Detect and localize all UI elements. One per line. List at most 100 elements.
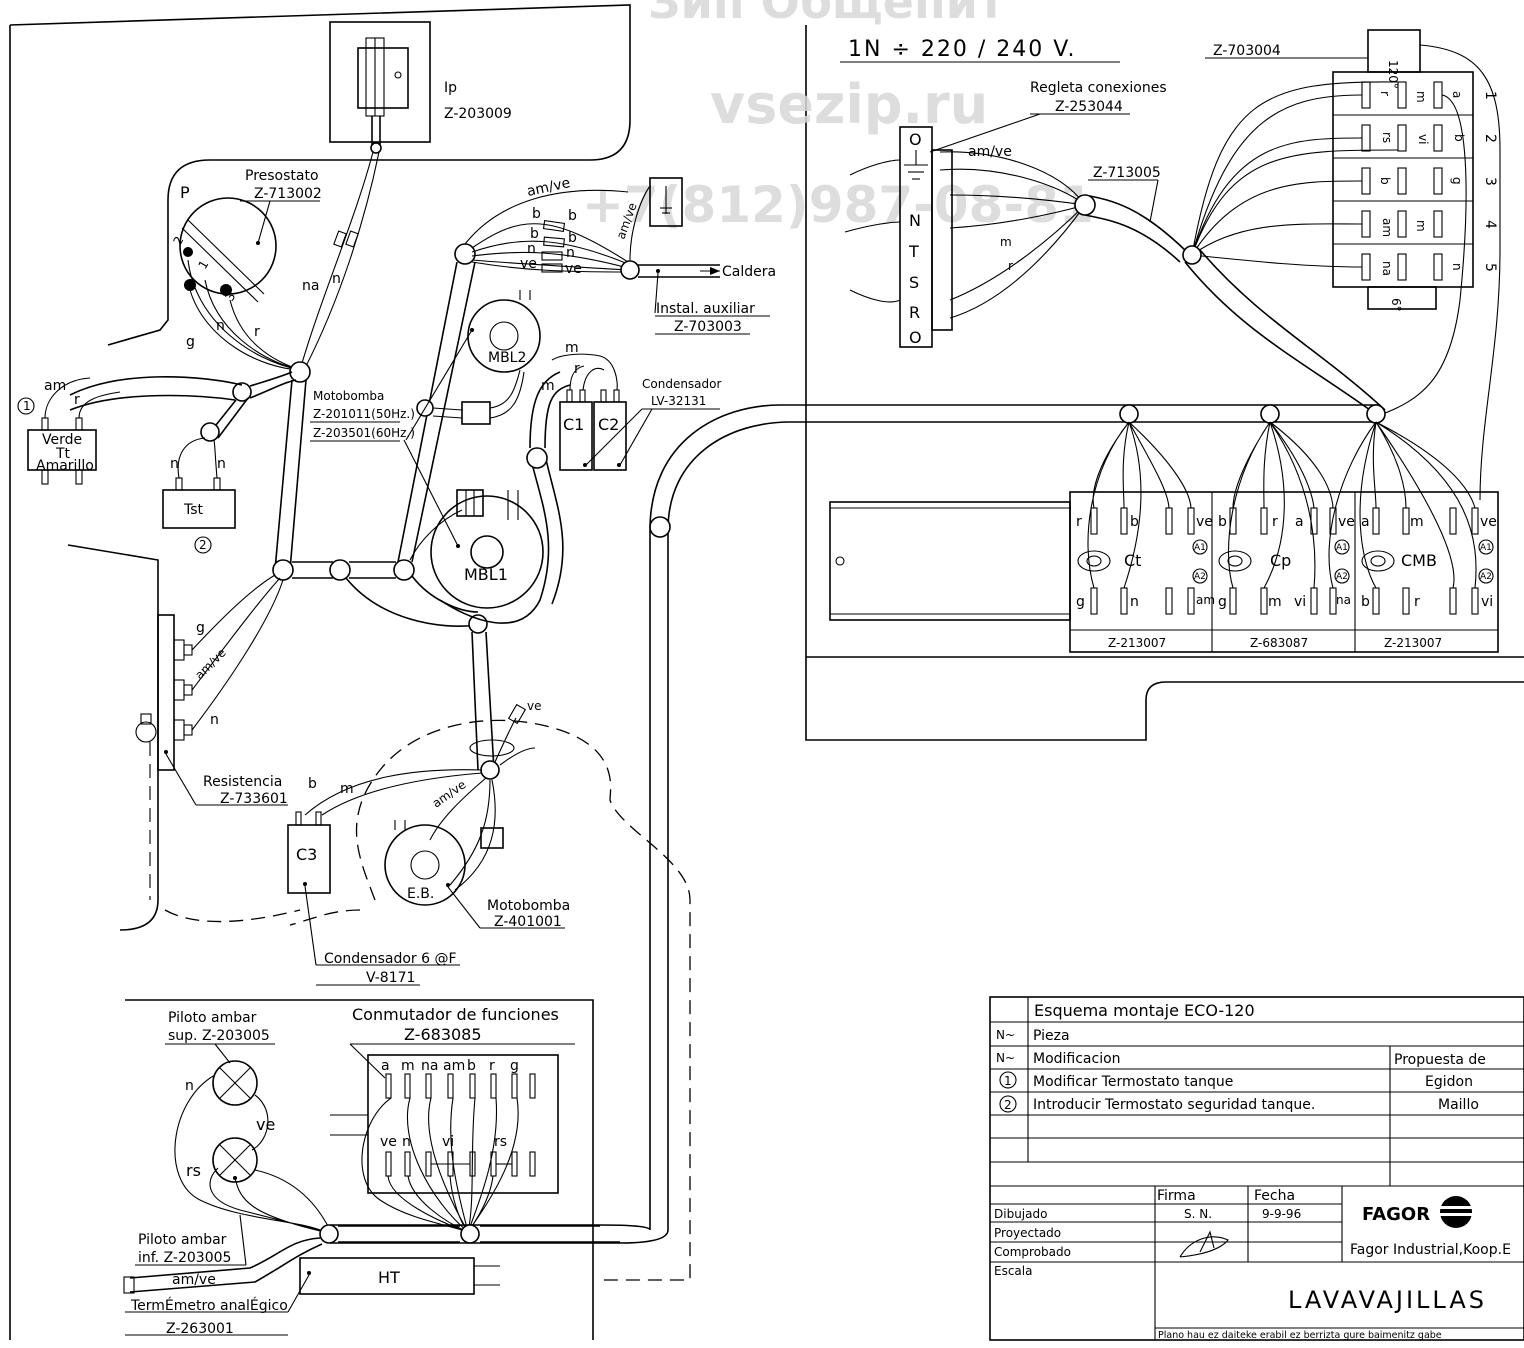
svg-text:1: 1 [1482,91,1498,100]
termometro-wire: am/ve [172,1272,216,1288]
wire-r-supply: r [1008,259,1013,273]
tb-footer: Plano hau ez daiteke erabil ez berrizta … [1158,1330,1442,1341]
harness-code: Z-713005 [1093,165,1161,181]
svg-text:m: m [1414,91,1428,103]
svg-text:5: 5 [1482,263,1498,272]
cond-code: LV-32131 [651,394,706,408]
tb-mod2: Introducir Termostato seguridad tanque. [1033,1097,1315,1113]
eb-ve: ve [527,699,541,713]
svg-text:Z-203009: Z-203009 [444,106,512,122]
caldera-amve: am/ve [526,175,572,200]
piloto-sup-label: Piloto ambar [168,1010,257,1026]
presostato-label: Presostato [245,168,319,184]
motobomba-code1: Z-201011(50Hz.) [313,407,415,421]
cond-m2: m [541,378,555,394]
svg-text:6°: 6° [1389,298,1403,312]
svg-text:a: a [381,1058,390,1074]
svg-text:na: na [421,1058,438,1074]
tb-pieza: Pieza [1033,1028,1070,1044]
regleta-code: Z-253044 [1055,99,1123,115]
svg-text:am: am [1196,593,1215,607]
tb-proyectado: Proyectado [994,1226,1061,1240]
svg-text:g: g [510,1058,519,1074]
safety-thermostat-tst: Tst 2 [162,477,236,554]
motobomba-label: Motobomba [313,389,384,403]
wire-r-pres: r [254,324,260,340]
svg-text:2: 2 [170,234,186,248]
svg-text:ve: ve [380,1134,397,1150]
svg-text:ve: ve [1196,514,1213,530]
caldera-label: Caldera [722,264,776,280]
contactor-cmb: a m ve b r vi CMB Z-213007 [1361,507,1497,650]
din-rail [829,501,1071,621]
eb-amve: am/ve [430,777,469,810]
svg-text:vi: vi [1294,594,1306,610]
fagor-logo-icon [1440,1196,1472,1228]
eb-code: Z-401001 [494,914,562,930]
tb-dibujado-date: 9-9-96 [1262,1207,1301,1221]
motor-mbl1: MBL1 [430,489,544,609]
svg-text:A1: A1 [1480,543,1492,553]
svg-text:r: r [1076,514,1082,530]
tb-propuesta: Propuesta de [1394,1052,1486,1068]
svg-text:a: a [1295,514,1304,530]
cond-m1: m [565,340,579,356]
svg-text:b: b [1378,177,1392,185]
svg-text:R: R [909,303,920,322]
tb-mod2-num: 2 [1004,1098,1012,1112]
tb-fecha: Fecha [1254,1188,1295,1204]
contactor-ct-label: Ct [1124,551,1141,570]
eb-motobomba: Motobomba [487,898,570,914]
conmutador-code: Z-683085 [404,1025,482,1044]
svg-text:S: S [909,273,919,292]
tb-n1: N~ [996,1028,1015,1042]
contactor-cmb-label: CMB [1401,551,1437,570]
piloto-rs: rs [186,1161,201,1180]
conmutador-title: Conmutador de funciones [352,1005,559,1024]
thermostat-tt: Verde Tt Amarillo 1 [17,397,97,485]
tb-dibujado: Dibujado [994,1207,1047,1221]
switch-row-1: r m a 1 [1361,81,1498,109]
svg-text:b: b [1218,514,1227,530]
watermark-line2: vsezip.ru [710,73,988,136]
wire-n-tst2: n [217,456,226,472]
presostato: P 2 1 3 [170,183,277,304]
svg-text:r: r [1272,514,1278,530]
switch-row-3: b g 3 [1361,167,1498,195]
svg-text:Z-683087: Z-683087 [1250,636,1308,650]
svg-text:HT: HT [378,1268,400,1287]
svg-text:m: m [1410,514,1424,530]
supply-ref-top: Z-703004 [1213,43,1281,59]
svg-text:N: N [909,211,921,230]
svg-text:am: am [1380,218,1394,237]
switch-rows: r m a 1 rs vi b 2 b g 3 am m 4 na [1361,81,1498,281]
pilot-lamp-inf [212,1137,258,1183]
svg-text:n: n [1450,263,1464,271]
svg-text:g: g [1218,594,1227,610]
svg-text:1: 1 [195,258,211,272]
svg-text:a: a [1450,91,1464,98]
res-label: Resistencia [203,774,282,790]
signature [1179,1230,1229,1258]
termometro-code: Z-263001 [166,1321,234,1337]
tb-firma: Firma [1157,1188,1196,1204]
svg-text:rs: rs [494,1134,507,1150]
tb-dibujado-by: S. N. [1184,1207,1212,1221]
wire-n-pres: n [216,318,225,334]
tb-comprobado: Comprobado [994,1245,1071,1259]
wire-m-supply: m [1000,235,1012,249]
piloto-n: n [185,1078,194,1094]
cond6-label: Condensador 6 @F [324,951,457,967]
res-g: g [196,620,205,636]
switch-row-2: rs vi b 2 [1361,124,1498,152]
watermark-line3: +7(812)987-08-81 [582,176,1094,234]
conmutador-bottom-labels: ve n vi rs [380,1134,507,1150]
svg-text:r: r [1378,91,1392,96]
caldera-n1: n [527,241,536,257]
piloto-inf-code: inf. Z-203005 [138,1250,231,1266]
svg-text:2: 2 [199,538,207,552]
svg-text:Verde: Verde [42,432,82,448]
svg-text:A1: A1 [1194,543,1206,553]
svg-text:b: b [1452,134,1466,142]
